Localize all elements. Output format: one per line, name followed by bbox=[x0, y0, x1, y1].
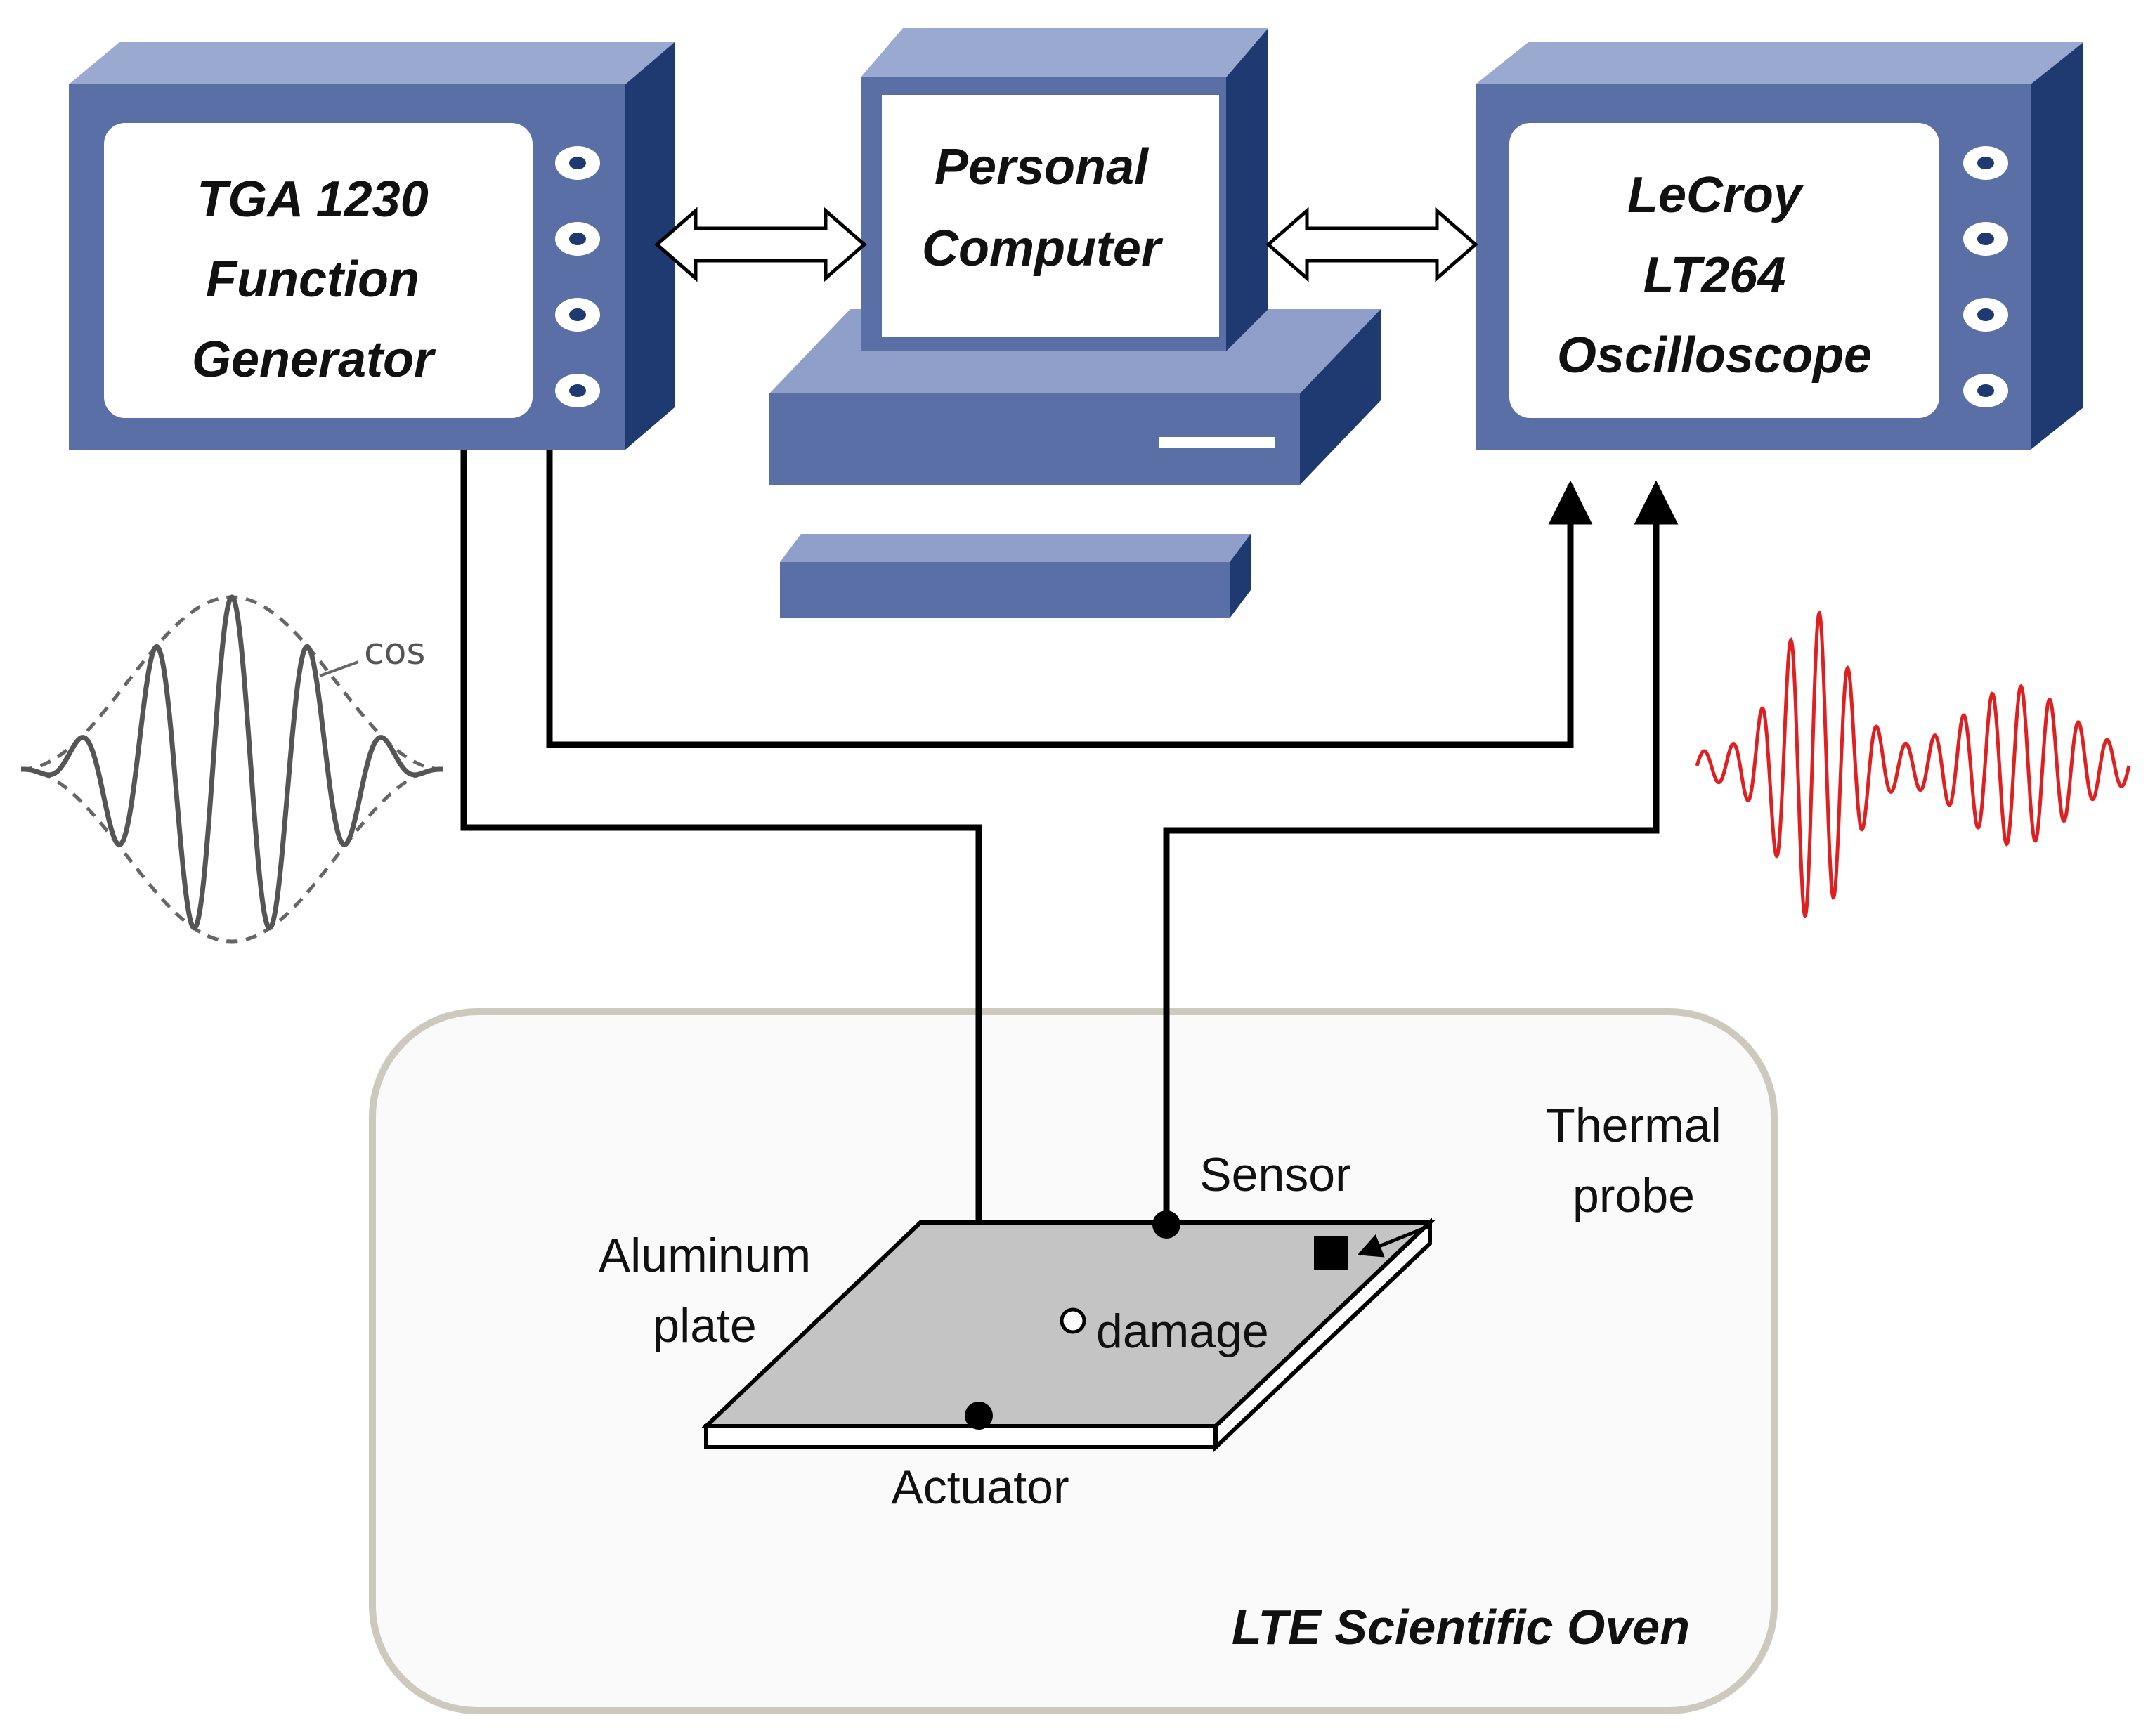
function-generator-label-2: Function bbox=[206, 252, 419, 308]
probe-label-1: Thermal bbox=[1546, 1099, 1721, 1152]
plate-label-2: plate bbox=[653, 1299, 756, 1352]
sensor-label: Sensor bbox=[1199, 1148, 1350, 1201]
actuator-label: Actuator bbox=[891, 1461, 1069, 1514]
thermal-probe-icon bbox=[1314, 1236, 1348, 1270]
damage-marker bbox=[1060, 1307, 1086, 1334]
double-arrow-icon bbox=[654, 207, 867, 282]
knob-icon bbox=[1963, 146, 2008, 407]
probe-label-2: probe bbox=[1573, 1169, 1695, 1222]
oscilloscope-label-3: Oscilloscope bbox=[1557, 327, 1872, 384]
plate-label-1: Aluminum bbox=[599, 1229, 811, 1282]
envelope-label: cos bbox=[364, 631, 426, 673]
wire-generator-to-actuator bbox=[460, 450, 1001, 1403]
personal-computer-icon bbox=[769, 28, 1381, 618]
computer-label-1: Personal bbox=[935, 139, 1150, 195]
wire-sensor-to-oscilloscope bbox=[1163, 480, 1679, 1226]
oscilloscope-label-2: LT264 bbox=[1643, 247, 1786, 304]
wire-generator-to-oscilloscope bbox=[546, 450, 1593, 748]
damage-label: damage bbox=[1096, 1305, 1269, 1358]
knob-icon bbox=[555, 146, 600, 407]
function-generator-icon bbox=[69, 42, 675, 450]
oscilloscope-icon bbox=[1476, 42, 2083, 450]
function-generator-label-3: Generator bbox=[192, 332, 436, 388]
input-signal-waveform bbox=[21, 594, 443, 944]
computer-label-2: Computer bbox=[922, 221, 1164, 277]
output-signal-waveform bbox=[1695, 610, 2131, 919]
oscilloscope-label-1: LeCroy bbox=[1627, 167, 1804, 223]
function-generator-label-1: TGA 1230 bbox=[197, 171, 428, 228]
actuator-dot bbox=[965, 1402, 993, 1430]
oven-label: LTE Scientific Oven bbox=[1232, 1600, 1690, 1655]
probe-pointer bbox=[1357, 1224, 1431, 1258]
double-arrow-icon bbox=[1265, 207, 1478, 282]
sensor-dot bbox=[1152, 1210, 1180, 1239]
